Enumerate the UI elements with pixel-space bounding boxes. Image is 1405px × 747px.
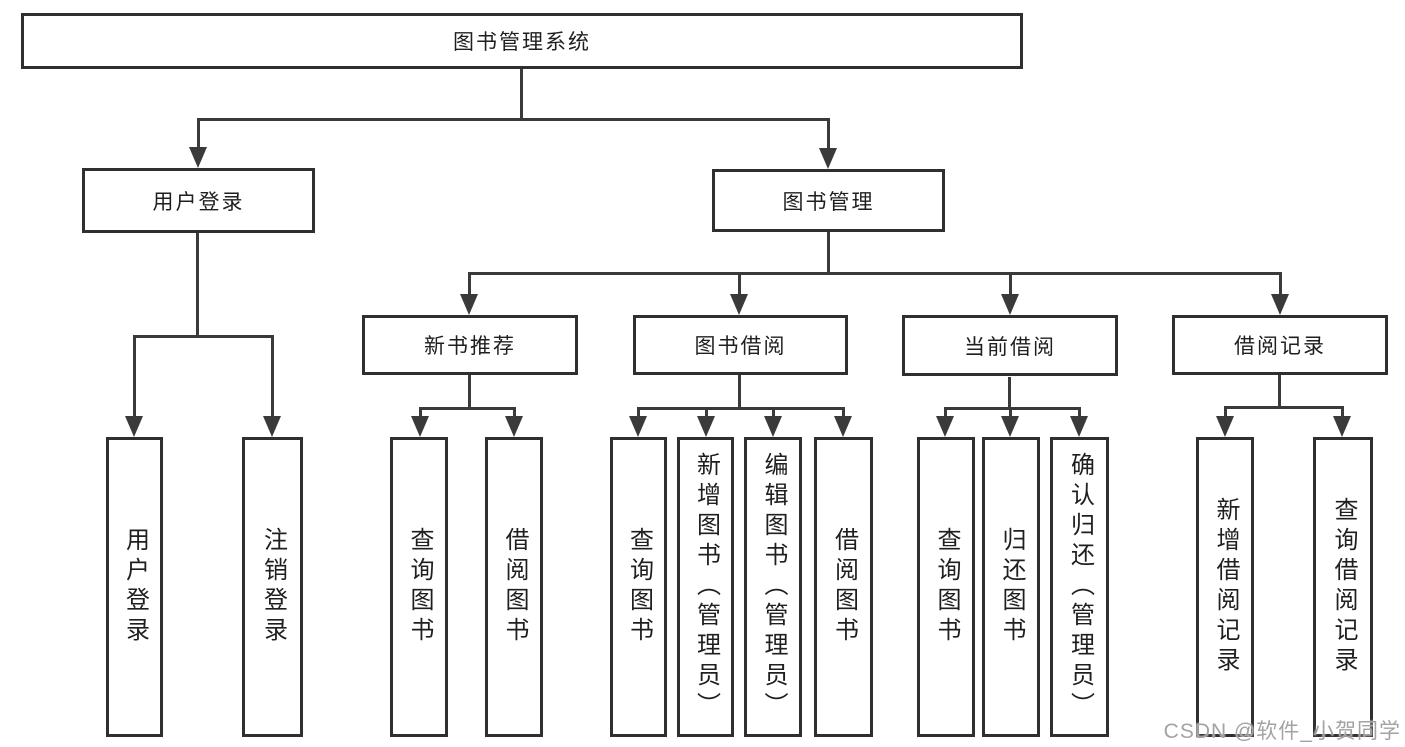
connector-book-borrow-stem: [738, 375, 741, 407]
arrow-to-leaf-user-login: [124, 335, 144, 437]
arrow-to-cb-return-book: [1000, 407, 1020, 437]
connector-user-login-hline: [133, 335, 273, 338]
connector-root-hline: [197, 118, 830, 121]
node-new-book-recommend: 新书推荐: [362, 315, 578, 375]
node-leaf-cb-return-book: 归还图书: [982, 437, 1040, 737]
arrow-to-rec-borrow-book: [504, 407, 524, 437]
arrow-to-current-borrowing: [1000, 272, 1020, 315]
arrow-to-br-query-record: [1332, 406, 1352, 437]
arrow-to-leaf-logout: [262, 335, 282, 437]
node-leaf-bb-add-book-admin: 新增图书（管理员）: [677, 437, 734, 737]
connector-root-stem: [520, 69, 523, 118]
connector-book-mgmt-stem: [827, 232, 830, 272]
node-leaf-bb-query-book: 查询图书: [610, 437, 667, 737]
connector-borrow-record-stem: [1278, 375, 1281, 406]
arrow-to-bb-edit-book: [763, 407, 783, 437]
arrow-to-bb-add-book: [696, 407, 716, 437]
node-current-borrowing: 当前借阅: [902, 315, 1118, 376]
node-leaf-logout: 注销登录: [242, 437, 303, 737]
connector-book-borrow-hline: [637, 407, 844, 410]
arrow-to-user-login: [188, 118, 208, 168]
node-leaf-br-add-record: 新增借阅记录: [1196, 437, 1254, 737]
connector-new-book-hline: [419, 407, 516, 410]
connector-current-borrow-stem: [1008, 377, 1011, 407]
node-book-borrowing: 图书借阅: [633, 315, 848, 375]
arrow-to-br-add-record: [1215, 406, 1235, 437]
node-leaf-rec-borrow-book: 借阅图书: [485, 437, 543, 737]
node-leaf-bb-edit-book-admin: 编辑图书（管理员）: [744, 437, 802, 737]
arrow-to-rec-query-book: [410, 407, 430, 437]
connector-new-book-stem: [468, 375, 471, 407]
connector-borrow-record-hline: [1224, 406, 1343, 409]
node-leaf-bb-borrow-book: 借阅图书: [814, 437, 873, 737]
node-leaf-br-query-record: 查询借阅记录: [1313, 437, 1373, 737]
arrow-to-cb-query-book: [935, 407, 955, 437]
node-leaf-user-login: 用户登录: [106, 437, 163, 737]
arrow-to-book-borrowing: [729, 272, 749, 315]
node-book-management: 图书管理: [712, 169, 945, 232]
connector-book-mgmt-hline: [468, 272, 1281, 275]
node-user-login: 用户登录: [82, 168, 315, 233]
connector-user-login-stem: [196, 233, 199, 335]
node-borrowing-records: 借阅记录: [1172, 315, 1388, 375]
arrow-to-book-management: [818, 118, 838, 169]
node-leaf-cb-confirm-return-admin: 确认归还（管理员）: [1050, 437, 1109, 737]
csdn-watermark: CSDN @软件_小贺同学: [1163, 720, 1401, 743]
node-leaf-rec-query-book: 查询图书: [390, 437, 448, 737]
arrow-to-borrowing-records: [1270, 272, 1290, 315]
node-root-library-system: 图书管理系统: [21, 13, 1023, 69]
arrow-to-bb-query-book: [628, 407, 648, 437]
arrow-to-new-book-recommend: [459, 272, 479, 315]
node-leaf-cb-query-book: 查询图书: [917, 437, 975, 737]
arrow-to-bb-borrow-book: [833, 407, 853, 437]
arrow-to-cb-confirm-return: [1069, 407, 1089, 437]
